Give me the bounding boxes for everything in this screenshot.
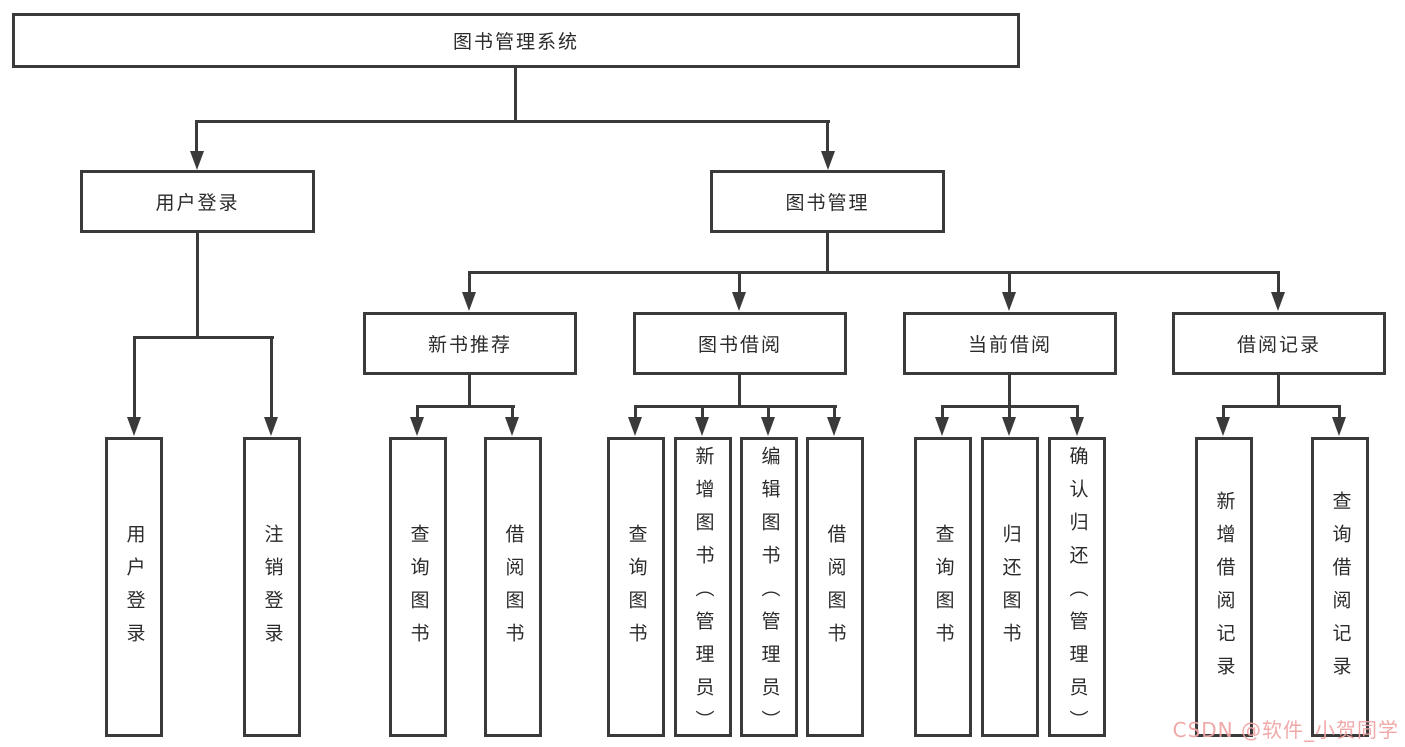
- arrow-down-icon: [827, 417, 841, 436]
- arrow-down-icon: [628, 417, 642, 436]
- arrow-down-icon: [1332, 417, 1346, 436]
- connector-segment: [196, 233, 199, 336]
- connector-segment: [1076, 405, 1079, 418]
- connector-segment: [133, 336, 274, 339]
- node-box-book-management: 图书管理: [710, 170, 945, 233]
- arrow-down-icon: [761, 417, 775, 436]
- connector-segment: [416, 405, 419, 418]
- connector-segment: [634, 405, 637, 418]
- leaf-box-logout: 注销登录: [243, 437, 301, 737]
- connector-segment: [468, 271, 471, 293]
- connector-segment: [1222, 405, 1341, 408]
- connector-segment: [833, 405, 836, 418]
- leaf-box-borrow-books-2: 借阅图书: [806, 437, 864, 737]
- leaf-box-edit-books-admin: 编辑图书（管理员）: [740, 437, 798, 743]
- connector-segment: [1277, 271, 1280, 293]
- connector-segment: [1338, 405, 1341, 418]
- leaf-box-query-books-1: 查询图书: [389, 437, 447, 737]
- leaf-box-add-books-admin: 新增图书（管理员）: [674, 437, 732, 743]
- leaf-box-return-books: 归还图书: [981, 437, 1039, 737]
- arrow-down-icon: [732, 292, 746, 311]
- leaf-box-confirm-return-admin: 确认归还（管理员）: [1048, 437, 1106, 743]
- connector-segment: [738, 375, 741, 408]
- arrow-down-icon: [1070, 417, 1084, 436]
- connector-segment: [514, 68, 517, 123]
- arrow-down-icon: [1002, 292, 1016, 311]
- leaf-box-add-borrow-record: 新增借阅记录: [1195, 437, 1253, 737]
- connector-segment: [738, 271, 741, 293]
- leaf-box-query-books-2: 查询图书: [607, 437, 665, 737]
- arrow-down-icon: [462, 292, 476, 311]
- node-box-current-borrow: 当前借阅: [903, 312, 1117, 375]
- arrow-down-icon: [190, 151, 204, 170]
- connector-segment: [701, 405, 704, 418]
- arrow-down-icon: [264, 417, 278, 436]
- connector-segment: [195, 120, 198, 153]
- connector-segment: [1008, 375, 1011, 408]
- node-box-user-login: 用户登录: [80, 170, 315, 233]
- arrow-down-icon: [1002, 417, 1016, 436]
- leaf-box-query-borrow-record: 查询借阅记录: [1311, 437, 1369, 737]
- node-box-new-book-recommend: 新书推荐: [363, 312, 577, 375]
- arrow-down-icon: [1216, 417, 1230, 436]
- watermark: CSDN @软件_小贺同学: [1172, 718, 1399, 742]
- connector-segment: [1277, 375, 1280, 408]
- leaf-box-borrow-books-1: 借阅图书: [484, 437, 542, 737]
- arrow-down-icon: [410, 417, 424, 436]
- connector-segment: [416, 405, 515, 408]
- node-box-book-borrow: 图书借阅: [633, 312, 847, 375]
- connector-segment: [511, 405, 514, 418]
- arrow-down-icon: [695, 417, 709, 436]
- connector-segment: [133, 336, 136, 418]
- leaf-box-user-login: 用户登录: [105, 437, 163, 737]
- connector-segment: [634, 405, 837, 408]
- arrow-down-icon: [127, 417, 141, 436]
- arrow-down-icon: [505, 417, 519, 436]
- connector-segment: [195, 120, 830, 123]
- arrow-down-icon: [821, 151, 835, 170]
- connector-segment: [826, 120, 829, 153]
- arrow-down-icon: [935, 417, 949, 436]
- arrow-down-icon: [1271, 292, 1285, 311]
- leaf-box-query-books-3: 查询图书: [914, 437, 972, 737]
- node-box-root: 图书管理系统: [12, 13, 1020, 68]
- connector-segment: [270, 336, 273, 418]
- connector-segment: [826, 233, 829, 274]
- connector-segment: [468, 271, 1280, 274]
- connector-segment: [941, 405, 944, 418]
- connector-segment: [468, 375, 471, 408]
- connector-segment: [1008, 405, 1011, 418]
- node-box-borrow-records: 借阅记录: [1172, 312, 1386, 375]
- connector-segment: [1008, 271, 1011, 293]
- connector-segment: [767, 405, 770, 418]
- connector-segment: [1222, 405, 1225, 418]
